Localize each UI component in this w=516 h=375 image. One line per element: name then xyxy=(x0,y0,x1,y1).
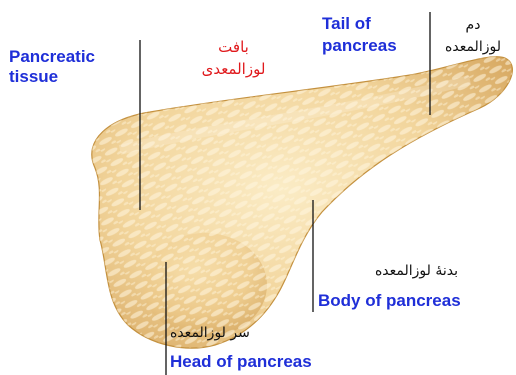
tail-label-ar: دم لوزالمعده xyxy=(434,14,512,58)
tail-ar-line1: دم xyxy=(434,14,512,36)
pancreatic-tissue-label-ar: بافت لوزالمعدی xyxy=(187,36,280,80)
pancreas-organ xyxy=(80,50,516,360)
body-label-ar: بدنهٔ لوزالمعده xyxy=(318,264,458,278)
head-label-ar: سر لوزالمعده xyxy=(170,326,280,340)
tail-label: Tail of pancreas xyxy=(322,13,397,57)
tail-line2: pancreas xyxy=(322,35,397,57)
pancreatic-tissue-line2: tissue xyxy=(9,67,95,87)
pancreatic-tissue-ar-line1: بافت xyxy=(187,36,280,58)
tail-ar-line2: لوزالمعده xyxy=(434,36,512,58)
pancreatic-tissue-label: Pancreatic tissue xyxy=(9,47,95,87)
head-label: Head of pancreas xyxy=(170,353,312,370)
pancreatic-tissue-line1: Pancreatic xyxy=(9,47,95,67)
pancreatic-tissue-ar-line2: لوزالمعدی xyxy=(187,58,280,80)
tail-line1: Tail of xyxy=(322,13,397,35)
body-label: Body of pancreas xyxy=(318,292,461,309)
